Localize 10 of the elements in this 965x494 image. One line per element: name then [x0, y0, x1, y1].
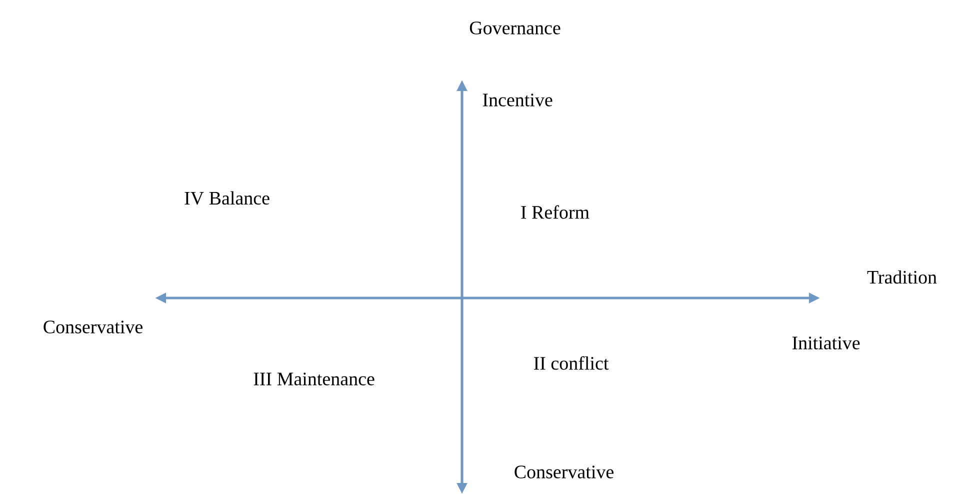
axis-label: I Reform	[521, 205, 590, 219]
axis-label: Governance	[470, 22, 560, 34]
axis-label: Incentive	[482, 94, 552, 106]
axis-label: Conservative	[514, 466, 614, 478]
axis-label: III Maintenance	[254, 372, 374, 386]
axis-label: Conservative	[44, 320, 142, 334]
axis-label: IV Balance	[184, 191, 270, 205]
axis-label: II conflict	[534, 356, 609, 370]
axis-label: Initiative	[792, 336, 860, 350]
axis-label: Tradition	[867, 270, 937, 284]
